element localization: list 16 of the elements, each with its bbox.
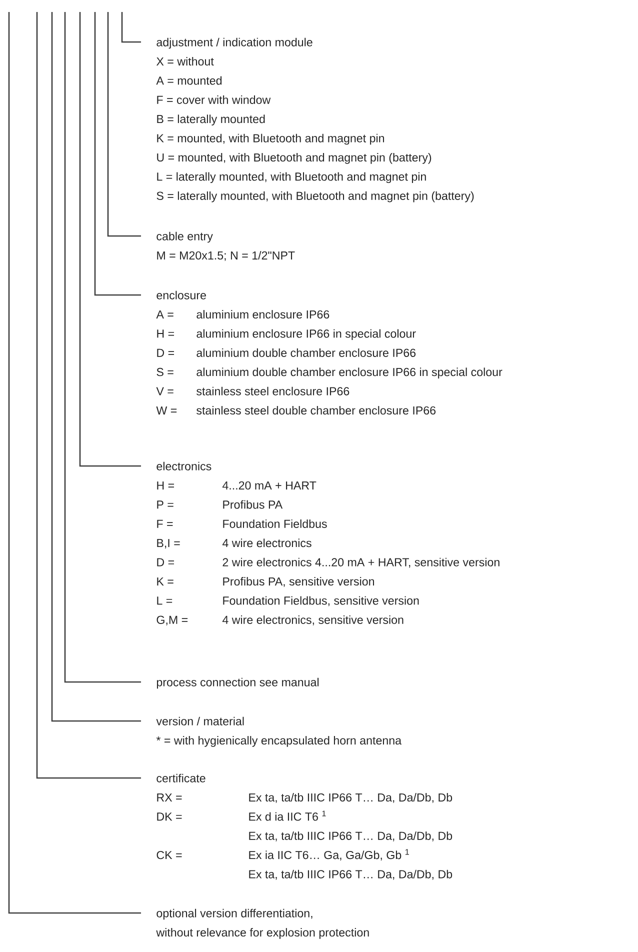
- option-description: certificate RX = Ex ta, ta/tb IIIC IP66 T… Da, Da/Db, Db DK = Ex d ia IIC T6 $^{1}$ Ex ta, ta/tb IIIC IP66 T… Da, Da/Db, Db CK = Ex ia IIC T6… Ga, Ga/Gb, Gb $^{1}$ Ex ta, ta/tb IIIC IP66 T… Da, Da/Db, Db: [156, 774, 452, 880]
- option-description: enclosure A = aluminium enclosure IP66 H = aluminium enclosure IP66 in special colour D = aluminium double chamber enclosure IP66 S = aluminium double chamber enclosure IP66 in special colour V = stainless steel enclosure IP66 W = stainless steel double chamber enclosure IP66: [156, 290, 502, 415]
- option-description: version / material * = with hygienically encapsulated horn antenna: [156, 716, 402, 747]
- leader-line: [121, 12, 141, 43]
- option-description: process connection see manual: [156, 678, 319, 689]
- leader-line: [94, 12, 141, 296]
- option-description: adjustment / indication module X = without A = mounted F = cover with window B = laterally mounted K = mounted, with Bluetooth and magnet pin U = mounted, with Bluetooth and magnet pin (battery) L = laterally mounted, with Bluetooth and magnet pin S = laterally mounted, with Bluetooth and magnet pin (battery): [156, 38, 474, 202]
- leader-line: [51, 12, 141, 722]
- leader-line: [36, 12, 141, 779]
- leader-line: [8, 12, 141, 914]
- leader-line: [107, 12, 141, 237]
- leader-line: [79, 12, 141, 467]
- option-description: optional version differentiation, without relevance for explosion protection: [156, 908, 369, 939]
- leader-line: [64, 12, 141, 683]
- option-description: cable entry M = M20x1.5; N = 1/2"NPT: [156, 232, 295, 261]
- option-description: electronics H = 4...20 mA + HART P = Profibus PA F = Foundation Fieldbus B,I = 4 wire electronics D = 2 wire electronics 4...20 mA + HART, sensitive version K = Profibus PA, sensitive version L = Foundation Fieldbus, sensitive version G,M = 4 wire electronics, sensitive version: [156, 462, 500, 626]
